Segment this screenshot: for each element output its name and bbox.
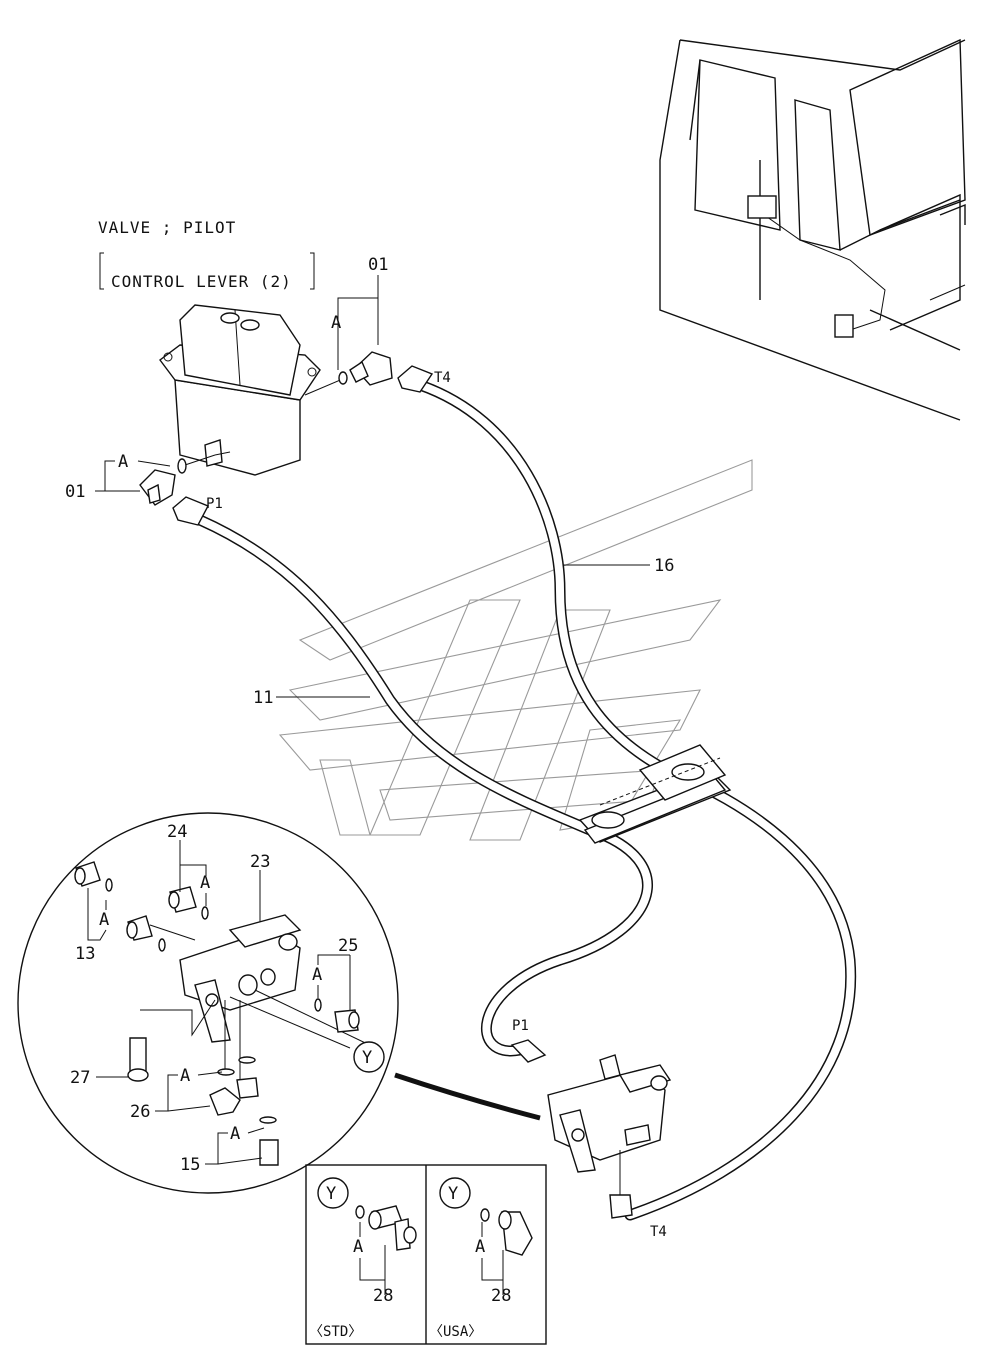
fitting-01-top bbox=[304, 351, 393, 396]
callout-01-left: 01 bbox=[65, 482, 85, 502]
a-mark-26: A bbox=[180, 1066, 190, 1086]
variant-label-std: 〈STD〉 bbox=[309, 1324, 362, 1340]
y-label-detail: Y bbox=[362, 1048, 372, 1068]
cab-inset bbox=[659, 38, 966, 421]
watermark-logo bbox=[278, 459, 753, 841]
port-label-p1-bottom: P1 bbox=[512, 1018, 529, 1034]
callout-25: 25 bbox=[338, 936, 358, 956]
port-label-p1-top: P1 bbox=[206, 496, 223, 512]
hose-clamp bbox=[578, 744, 732, 844]
y-label-usa: Y bbox=[448, 1184, 458, 1204]
y-marker-detail bbox=[353, 1041, 385, 1073]
a-mark-24: A bbox=[200, 873, 210, 893]
port-label-t4-top: T4 bbox=[434, 370, 451, 386]
callout-15: 15 bbox=[180, 1155, 200, 1175]
callout-01-top: 01 bbox=[368, 255, 388, 275]
variant-label-usa: 〈USA〉 bbox=[429, 1324, 482, 1340]
a-mark-01-top: A bbox=[331, 313, 341, 333]
callout-28-usa: 28 bbox=[491, 1286, 511, 1306]
callout-13: 13 bbox=[75, 944, 95, 964]
callout-28-std: 28 bbox=[373, 1286, 393, 1306]
leader-lines bbox=[87, 275, 650, 1295]
fitting-01-left bbox=[139, 454, 216, 506]
y-label-std: Y bbox=[326, 1184, 336, 1204]
pilot-valve-bottom bbox=[510, 1039, 672, 1219]
callout-11: 11 bbox=[253, 688, 273, 708]
pilot-valve-top bbox=[159, 304, 321, 476]
detail-valve bbox=[149, 914, 381, 1080]
a-mark-15: A bbox=[230, 1124, 240, 1144]
a-mark-13: A bbox=[99, 910, 109, 930]
title-line1: VALVE ; PILOT bbox=[98, 218, 236, 237]
y-marker-std bbox=[317, 1177, 349, 1209]
callout-23: 23 bbox=[250, 852, 270, 872]
a-mark-01-left: A bbox=[118, 452, 128, 472]
a-mark-28-std: A bbox=[353, 1237, 363, 1257]
title-line2: CONTROL LEVER (2) bbox=[111, 272, 292, 291]
callout-24: 24 bbox=[167, 822, 187, 842]
a-mark-25: A bbox=[312, 965, 322, 985]
variant-box bbox=[305, 1164, 547, 1345]
a-mark-28-usa: A bbox=[475, 1237, 485, 1257]
assembly-title: VALVE ; PILOT CONTROL LEVER (2) bbox=[98, 218, 315, 291]
detail-circle bbox=[17, 812, 541, 1194]
detail-fittings bbox=[74, 861, 360, 1166]
y-marker-usa bbox=[439, 1177, 471, 1209]
callout-27: 27 bbox=[70, 1068, 90, 1088]
callout-16: 16 bbox=[654, 556, 674, 576]
port-label-t4-bottom: T4 bbox=[650, 1224, 667, 1240]
callout-26: 26 bbox=[130, 1102, 150, 1122]
